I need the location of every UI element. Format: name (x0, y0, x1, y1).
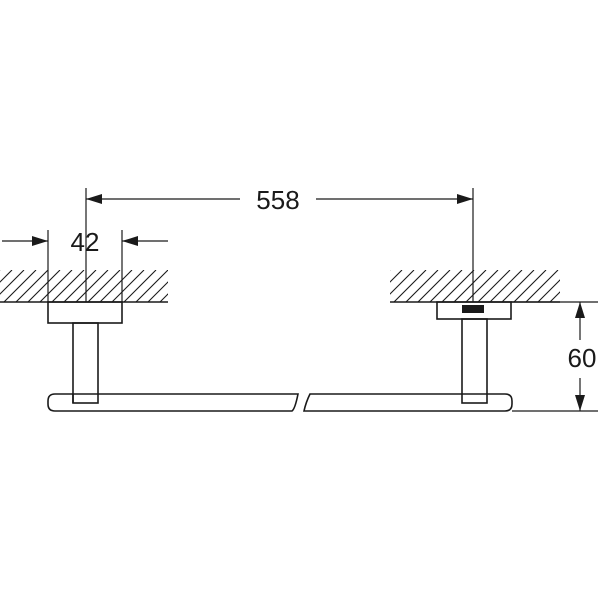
dimension-42: 42 (2, 227, 168, 302)
hatch-line (3, 270, 37, 303)
hatch-line (513, 270, 547, 303)
hatch-line (393, 270, 427, 303)
hatch-line (477, 270, 511, 303)
hatch-line (159, 293, 168, 303)
arrow-42-right (122, 236, 138, 246)
hatch-line (574, 270, 600, 302)
arrow-558-right (457, 194, 473, 204)
left-bracket (47, 301, 123, 404)
dimension-558-label: 558 (256, 185, 299, 215)
arrow-60-bottom (575, 395, 585, 411)
hatch-line (586, 270, 600, 302)
towel-bar (47, 393, 513, 412)
dimension-60: 60 (511, 301, 598, 412)
hatch-line (75, 270, 109, 303)
hatch-line (0, 270, 25, 295)
hatch-line (27, 270, 61, 303)
hatch-line (465, 270, 499, 303)
right-post (461, 318, 488, 404)
hatch-line (562, 270, 594, 302)
hatch-line (0, 270, 13, 283)
dimension-42-label: 42 (71, 227, 100, 257)
hatch-line (429, 270, 463, 303)
right-set-screw (462, 305, 484, 313)
left-wall-hatching (0, 270, 228, 303)
hatch-line (417, 270, 451, 303)
hatch-line (39, 270, 73, 303)
hatch-line (147, 281, 168, 303)
hatch-line (99, 270, 133, 303)
left-post (72, 322, 99, 404)
arrow-42-left (32, 236, 48, 246)
hatch-line (63, 270, 97, 303)
dimension-558: 558 (85, 185, 474, 302)
dimension-60-label: 60 (568, 343, 597, 373)
hatch-line (135, 270, 168, 303)
hatch-line (184, 270, 216, 302)
left-mount-plate (47, 301, 123, 324)
hatch-line (123, 270, 157, 303)
hatch-line (51, 270, 85, 303)
towel-bar-right-segment (303, 393, 513, 412)
hatch-line (453, 270, 487, 303)
hatch-line (390, 270, 391, 271)
hatch-line (501, 270, 535, 303)
hatch-line (87, 270, 121, 303)
right-bracket (436, 301, 512, 404)
hatch-line (390, 270, 415, 295)
hatch-line (489, 270, 523, 303)
hatch-line (525, 270, 559, 303)
hatch-line (390, 270, 403, 283)
right-wall-hatching (390, 270, 600, 303)
arrow-60-top (575, 302, 585, 318)
towel-bar-left-segment (47, 393, 299, 412)
hatch-line (196, 270, 228, 302)
hatch-line (111, 270, 145, 303)
arrow-558-left (86, 194, 102, 204)
hatch-line (405, 270, 439, 303)
hatch-line (15, 270, 49, 303)
hatch-line (537, 279, 560, 303)
hatch-line (172, 270, 204, 302)
hatch-line (549, 291, 560, 303)
hatch-line (441, 270, 475, 303)
